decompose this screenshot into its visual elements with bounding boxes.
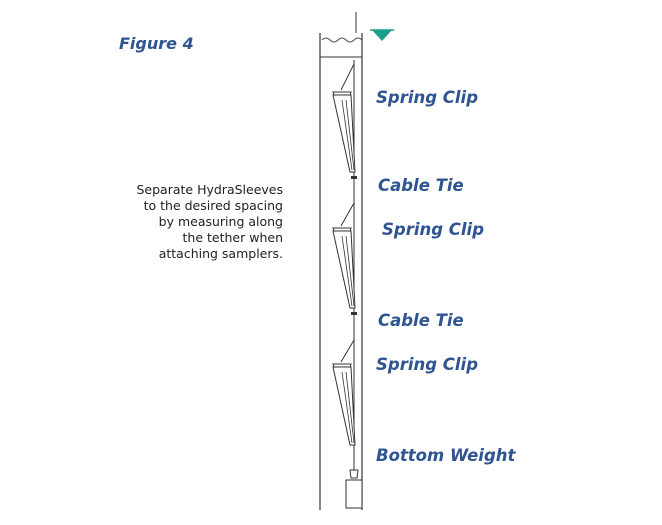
hydrasleeve-sampler-icon <box>332 63 356 173</box>
cable-tie-icon <box>351 176 357 179</box>
callout-cable-tie: Cable Tie <box>378 176 464 195</box>
note-line: Separate HydraSleeves <box>136 182 283 197</box>
note-line: attaching samplers. <box>158 246 283 261</box>
spacing-note: Separate HydraSleeves to the desired spa… <box>100 182 283 262</box>
bottom-weight-icon <box>345 445 363 509</box>
hydrasleeve-sampler-icon <box>332 339 356 446</box>
figure-title: Figure 4 <box>119 34 194 53</box>
callout-bottom-weight: Bottom Weight <box>376 446 516 465</box>
callout-cable-tie: Cable Tie <box>378 311 464 330</box>
hydrasleeve-sampler-icon <box>332 202 356 309</box>
note-line: the tether when <box>182 230 283 245</box>
water-surface <box>321 37 363 43</box>
note-line: by measuring along <box>158 214 283 229</box>
callout-spring-clip: Spring Clip <box>382 220 485 239</box>
callout-spring-clip: Spring Clip <box>376 88 479 107</box>
cable-tie-icon <box>351 312 357 315</box>
water-level-icon <box>370 29 394 41</box>
callout-spring-clip: Spring Clip <box>376 355 479 374</box>
note-line: to the desired spacing <box>143 198 283 213</box>
